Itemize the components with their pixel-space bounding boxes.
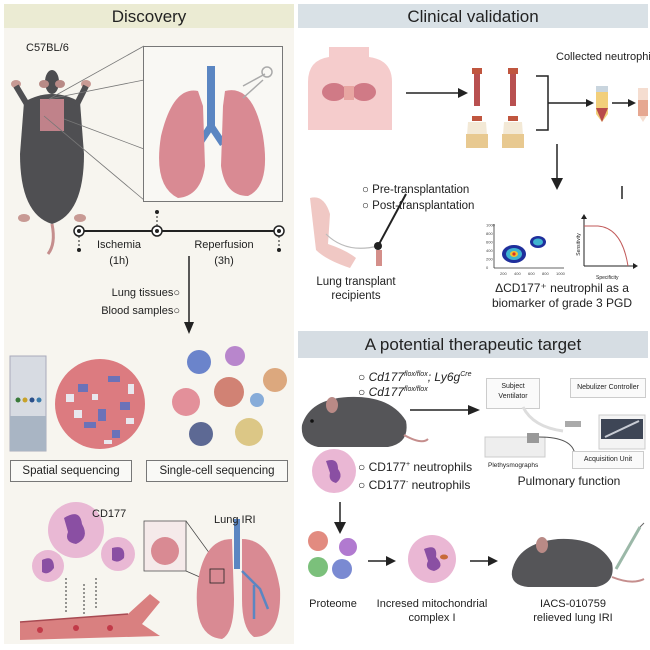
flow-y-tick: 400: [486, 248, 493, 253]
discovery-header: Discovery: [4, 4, 294, 28]
phase-reperfusion-name: Reperfusion: [194, 239, 254, 251]
right-arrow-icon: [368, 556, 396, 566]
plethysmograph-label: Plethysmographs: [488, 462, 539, 469]
proteome-icon: [308, 531, 357, 579]
down-arrow-icon: [334, 502, 346, 534]
acquisition-unit-box: Acquisition Unit: [572, 451, 644, 469]
lung-iri-graphic: [143, 519, 281, 639]
genotype-knockout: ○ Cd177flox/flox; Ly6gCre: [358, 370, 472, 384]
spatial-sequencing-label: Spatial sequencing: [10, 460, 132, 482]
flow-x-tick: 800: [542, 271, 549, 276]
flow-y-tick: 0: [486, 265, 489, 270]
timepoint-pre: ○ Pre-transplantation: [362, 184, 470, 196]
single-cell-sequencing-label: Single-cell sequencing: [146, 460, 288, 482]
lung-icon: [159, 66, 273, 198]
treated-mouse-icon: [511, 522, 645, 587]
lung-iri-label: Lung IRI: [214, 514, 256, 526]
single-cell-clusters-graphic: [172, 346, 287, 446]
neutrophil-icon: [312, 449, 356, 493]
flow-cytometry-plot: 200 400 600 800 1000 0 200 400 600 800 1000: [486, 223, 566, 277]
bracket-arrows: [536, 75, 648, 199]
nebulizer-box: Nebulizer Controller: [570, 378, 646, 398]
flow-x-tick: 200: [500, 271, 507, 276]
step-proteome-label: Proteome: [309, 598, 357, 610]
clinical-header: Clinical validation: [298, 4, 648, 28]
step-iacs-label-line2: relieved lung IRI: [533, 612, 613, 624]
mitochondria-neutrophil-icon: [408, 535, 456, 583]
neutrophil-type-positive: ○ CD177+ neutrophils: [358, 460, 473, 474]
collected-neutrophil-label: Collected neutrophil: [556, 51, 650, 63]
human-torso-icon: [308, 47, 392, 130]
phase-ischemia-name: Ischemia: [96, 239, 142, 251]
biomarker-label-line1: ΔCD177⁺ neutrophil as a: [495, 281, 629, 295]
right-arrow-icon: [470, 556, 498, 566]
step-iacs-label-line1: IACS-010759: [539, 598, 607, 610]
flow-y-tick: 200: [486, 257, 493, 262]
sample-blood: Blood samples○: [101, 305, 180, 317]
flow-x-tick: 600: [528, 271, 535, 276]
sample-lung-tissues: Lung tissues○: [111, 287, 180, 299]
zoom-lines: [43, 45, 145, 201]
roc-curve-plot: [581, 214, 638, 269]
therapeutic-header: A potential therapeutic target: [298, 331, 648, 358]
cd177-label: CD177: [92, 508, 127, 520]
down-arrow-icon: [551, 144, 563, 190]
genotype-control: ○ Cd177flox/flox: [358, 385, 428, 399]
right-arrow-icon: [410, 405, 480, 415]
flow-x-tick: 1000: [556, 271, 566, 276]
pulmonary-function-label: Pulmonary function: [517, 474, 621, 488]
flow-y-tick: 600: [486, 240, 493, 245]
arm-blood-draw-icon: [310, 193, 407, 268]
therapeutic-panel: A potential therapeutic target ○ Cd177fl…: [298, 325, 648, 646]
recipients-label-line2: recipients: [331, 290, 381, 302]
plethysmograph-setup-icon: [484, 406, 646, 458]
timeline: [73, 210, 285, 252]
phase-reperfusion-duration: (3h): [214, 255, 234, 267]
spatial-sequencing-graphic: [9, 355, 145, 452]
neutrophil-type-negative: ○ CD177- neutrophils: [358, 478, 471, 492]
mouse-top-view-icon: [11, 70, 91, 255]
flow-x-tick: 400: [514, 271, 521, 276]
recipients-label-line1: Lung transplant: [316, 276, 396, 288]
phase-ischemia-duration: (1h): [109, 255, 129, 267]
step-mitochondrial-label-line1: Incresed mitochondrial: [376, 598, 488, 610]
flow-y-tick: 800: [486, 231, 493, 236]
right-arrow-icon: [406, 88, 468, 98]
step-mitochondrial-label-line2: complex I: [408, 612, 456, 624]
discovery-panel: Discovery C57BL/6: [4, 4, 294, 644]
roc-xlabel: Specificity: [596, 275, 619, 281]
flow-y-tick: 1000: [486, 223, 496, 228]
blood-tubes-icon: [466, 68, 524, 148]
neutrophil-vessel-graphic: [19, 502, 160, 640]
mouse-strain-label: C57BL/6: [26, 42, 69, 54]
mouse-side-view-icon: [301, 396, 429, 447]
clinical-panel: Clinical validation Collected neutrophil…: [298, 4, 650, 320]
roc-ylabel: Sensitivity: [575, 233, 582, 256]
down-arrow-icon: [184, 256, 194, 334]
biomarker-label-line2: biomarker of grade 3 PGD: [491, 296, 633, 310]
